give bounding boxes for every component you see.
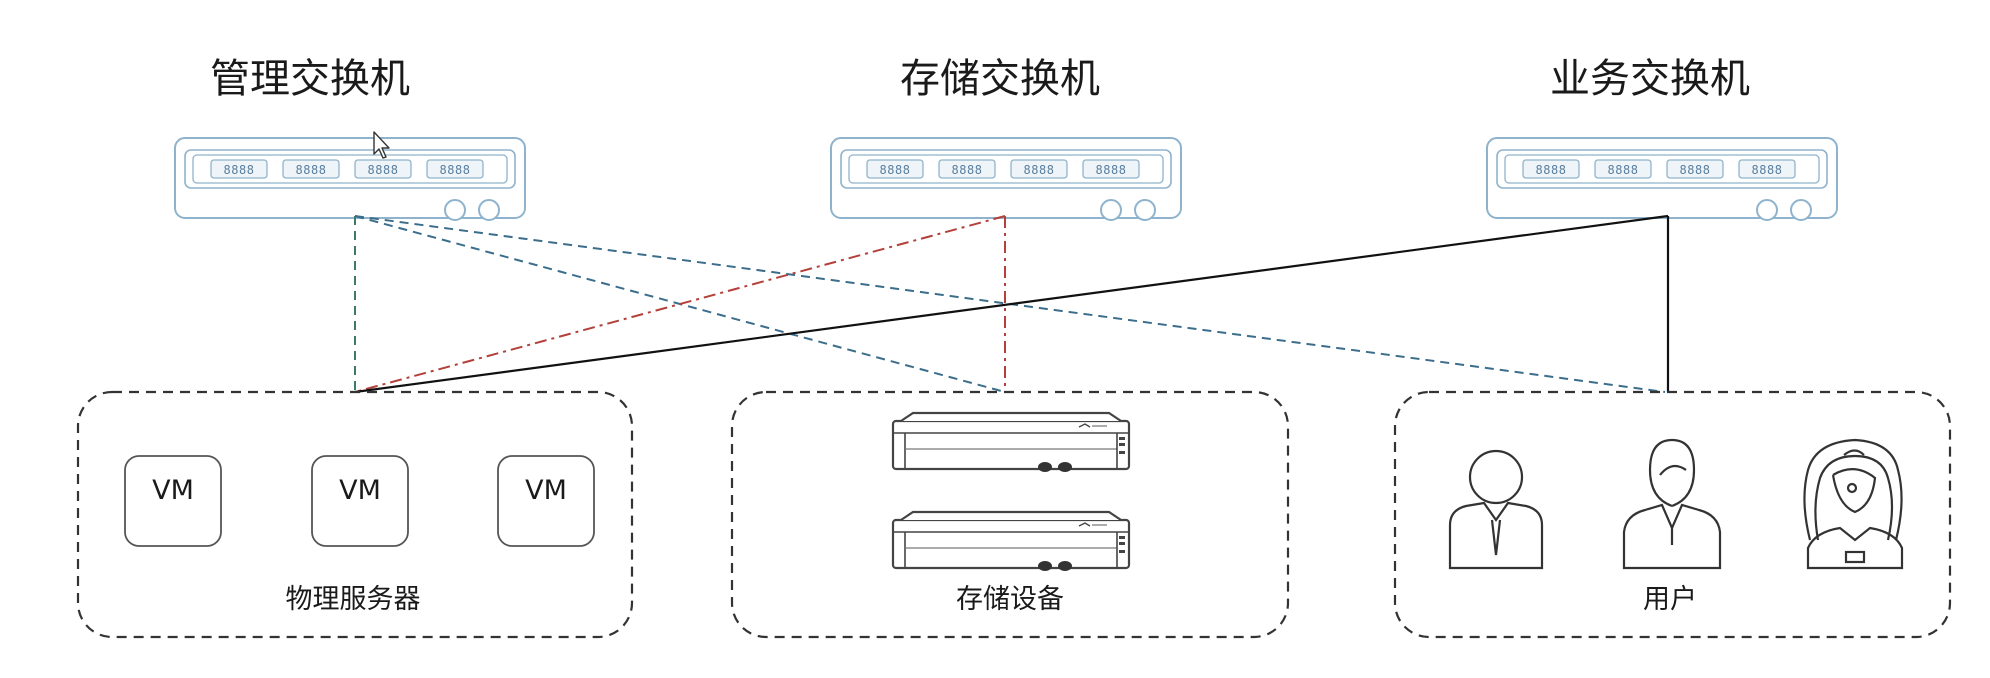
female-user-icon [1622,438,1722,570]
storage-devices-group: 存储设备 [730,390,1290,639]
storage-switch-title: 存储交换机 [900,56,1100,102]
storage-switch: 存储交换机 8888 8888 8888 8888 [830,56,1182,221]
svg-text:8888: 8888 [1096,163,1127,177]
vm-box: VM [497,455,595,547]
users-group: 用户 [1393,390,1952,639]
svg-text:VM: VM [339,475,381,506]
svg-text:8888: 8888 [1752,163,1783,177]
storage-devices-label: 存储设备 [956,584,1064,615]
svg-text:VM: VM [152,475,194,506]
svg-text:8888: 8888 [440,163,471,177]
svg-text:8888: 8888 [1680,163,1711,177]
support-agent-icon [1803,438,1904,570]
management-switch: 管理交换机 8888 8888 8888 8888 [174,56,526,221]
vm-box: VM [124,455,222,547]
business-switch: 业务交换机 8888 8888 8888 8888 [1486,56,1838,221]
physical-servers-label: 物理服务器 [286,584,421,615]
connection-lines [354,214,1670,394]
physical-servers-group: VM VM VM 物理服务器 [76,390,634,639]
link-business-servers [354,214,1669,394]
svg-text:8888: 8888 [1536,163,1567,177]
svg-text:8888: 8888 [296,163,327,177]
management-switch-title: 管理交换机 [210,56,410,102]
vm-box: VM [311,455,409,547]
svg-text:8888: 8888 [368,163,399,177]
male-user-icon [1448,449,1544,570]
business-switch-icon: 8888 8888 8888 8888 [1486,137,1838,221]
svg-text:8888: 8888 [880,163,911,177]
mouse-cursor-icon [373,131,390,159]
storage-array-icon [891,411,1131,474]
storage-switch-icon: 8888 8888 8888 8888 [830,137,1182,221]
users-label: 用户 [1643,584,1697,615]
svg-text:VM: VM [525,475,567,506]
link-storage-servers [354,215,1006,393]
svg-text:8888: 8888 [1608,163,1639,177]
svg-text:8888: 8888 [1024,163,1055,177]
business-switch-title: 业务交换机 [1550,56,1750,102]
management-switch-icon: 8888 8888 8888 8888 [174,137,526,221]
svg-text:8888: 8888 [224,163,255,177]
svg-text:8888: 8888 [952,163,983,177]
storage-array-icon [891,510,1131,573]
